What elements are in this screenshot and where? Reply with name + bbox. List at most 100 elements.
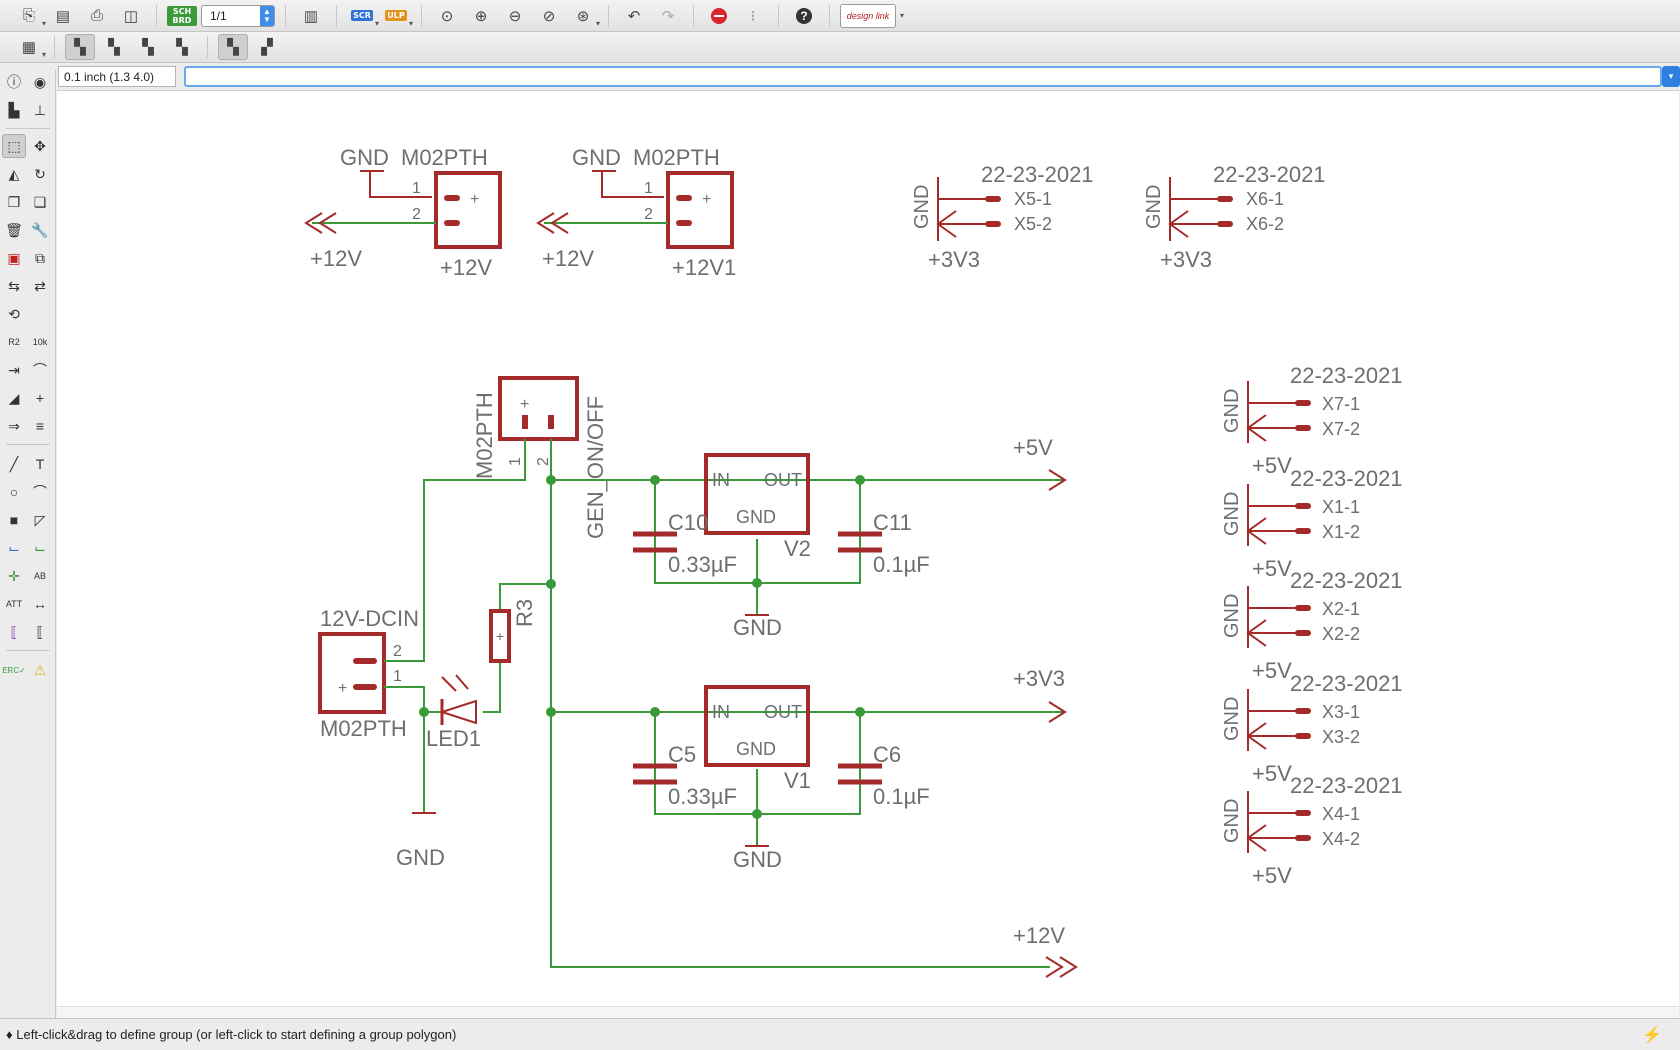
polygon-icon[interactable]: ◸ [34,511,46,528]
name-icon[interactable]: R2 [8,337,20,347]
redo-icon[interactable]: ↷ [661,7,675,25]
sheet-stepper[interactable]: ▲▼ [260,5,274,26]
junction-icon[interactable]: ✛ [8,567,20,584]
split-icon[interactable]: ◢ [8,389,20,406]
reg-name: V2 [784,536,811,561]
part-value: 22-23-2021 [1290,671,1403,696]
group-icon[interactable]: ⬚ [2,134,26,158]
label-icon[interactable]: AB [33,571,46,581]
gate-swap-icon[interactable]: ⇄ [34,277,46,294]
cam-processor-icon[interactable]: ◫ [123,7,139,25]
paste-icon[interactable]: ❏ [33,193,47,210]
part-value: 22-23-2021 [1290,363,1403,388]
ulp-button[interactable]: ULP▾ [385,10,413,28]
errors-warning-icon[interactable]: ⚠ [33,661,47,678]
library-icon[interactable]: ▥ [303,7,319,25]
bend-style-1-icon[interactable]: ▚ [218,34,248,60]
part-value: 22-23-2021 [1213,162,1326,187]
pin-name: X3-1 [1322,702,1360,722]
module-icon[interactable]: ⟦ [36,623,44,640]
info-icon[interactable]: ⓘ [7,74,21,90]
sch-brd-switch-button[interactable]: SCH BRD [167,3,197,29]
rect-icon[interactable]: ■ [9,512,19,528]
print-icon[interactable]: ⎙ [90,7,103,24]
attribute-icon[interactable]: ATT [5,599,23,609]
text-icon[interactable]: T [35,456,45,472]
change-wrench-icon[interactable]: 🔧 [31,221,49,238]
palette-divider [6,444,50,445]
help-icon[interactable]: ? [789,3,819,29]
mark-icon[interactable]: ⊥ [33,101,47,118]
circle-icon[interactable]: ○ [9,484,19,500]
part-name: LED1 [426,726,481,751]
junction-dot [752,578,762,588]
bus-draw-icon[interactable]: ⌙ [8,539,20,556]
reg-gnd-label: GND [736,507,776,527]
bend-style-2-icon[interactable]: ▞ [261,39,273,56]
supply-label: +5V [1252,556,1292,581]
zoom-select-icon[interactable]: ⊛▾ [576,7,600,28]
dimension-icon[interactable]: ↔ [33,596,47,612]
smash-icon[interactable]: ⇥ [8,361,20,378]
layer-view-3-icon[interactable]: ▚ [142,39,154,56]
pin-plus: + [470,191,479,208]
arc-icon[interactable]: ⌒ [33,484,47,500]
sheet-selector[interactable]: 1/1 ▲▼ [201,4,275,27]
stop-icon[interactable] [704,3,734,29]
regulator-3v3 [704,685,810,767]
undo-icon[interactable]: ↶ [627,7,641,25]
invoke-icon[interactable]: ⟲ [8,305,20,322]
frame-icon[interactable]: ⟦ [10,623,18,640]
show-eye-icon[interactable]: ◉ [33,73,47,90]
erc-icon[interactable]: ERC✓ [2,665,26,675]
delete-icon[interactable]: 🗑 [5,221,23,238]
grid-icon[interactable]: ▦▾ [21,39,46,59]
add-part-icon[interactable]: ▣ [7,249,21,266]
junction-dot [650,475,660,485]
copy-icon[interactable]: ❐ [7,193,21,210]
regulator-5v [704,453,810,535]
design-link-caret-icon[interactable]: ▾ [900,11,905,20]
move-icon[interactable]: ✥ [34,137,46,154]
supply-5v-arrow [1048,469,1067,491]
save-icon[interactable]: ▤ [55,7,71,25]
display-layers-icon[interactable]: ▙ [8,101,20,118]
net-draw-icon[interactable]: ⌙ [34,539,46,556]
zoom-out-icon[interactable]: ⊖ [508,7,522,25]
toolbar-divider [156,4,157,27]
miter-icon[interactable]: ⌒ [33,362,47,378]
optimize-icon[interactable]: + [35,390,45,406]
net-icon[interactable]: ≡ [35,418,45,434]
pin-swap-icon[interactable]: ⇆ [8,277,20,294]
command-history-dropdown[interactable]: ▾ [1662,66,1680,87]
open-icon[interactable]: ⎘▾ [22,7,46,28]
part-value: +12V1 [672,255,736,280]
pin-plus: + [496,628,504,644]
palette-divider [6,650,50,651]
go-icon[interactable]: ⁝ [750,7,756,25]
replace-icon[interactable]: ⧉ [35,249,45,266]
sw-pin2-bus-wire [550,439,1050,968]
zoom-in-icon[interactable]: ⊕ [474,7,488,25]
zoom-fit-icon[interactable]: ⊙ [440,7,454,25]
gnd-label: GND [733,847,782,872]
coordinate-display: 0.1 inch (1.3 4.0) [58,66,176,87]
supply-label: +5V [1252,453,1292,478]
gnd-label: GND [1221,799,1243,843]
value-icon[interactable]: 10k [32,337,48,347]
script-button[interactable]: SCR▾ [351,10,379,28]
mirror-icon[interactable]: ◭ [8,165,20,182]
layer-view-1-icon[interactable]: ▚ [65,34,95,60]
zoom-redraw-icon[interactable]: ⊘ [542,7,556,25]
rotate-icon[interactable]: ↻ [34,165,46,182]
line-icon[interactable]: ╱ [9,455,19,472]
supply-12v-arrow [1045,956,1064,978]
horizontal-scrollbar[interactable] [57,1006,1679,1018]
bus-icon[interactable]: ⇒ [8,417,20,434]
design-link-button[interactable]: design link [840,3,896,28]
command-input[interactable] [183,66,1663,87]
toolbar-divider [285,4,286,27]
layer-view-4-icon[interactable]: ▚ [176,39,188,56]
layer-view-2-icon[interactable]: ▚ [108,39,120,56]
